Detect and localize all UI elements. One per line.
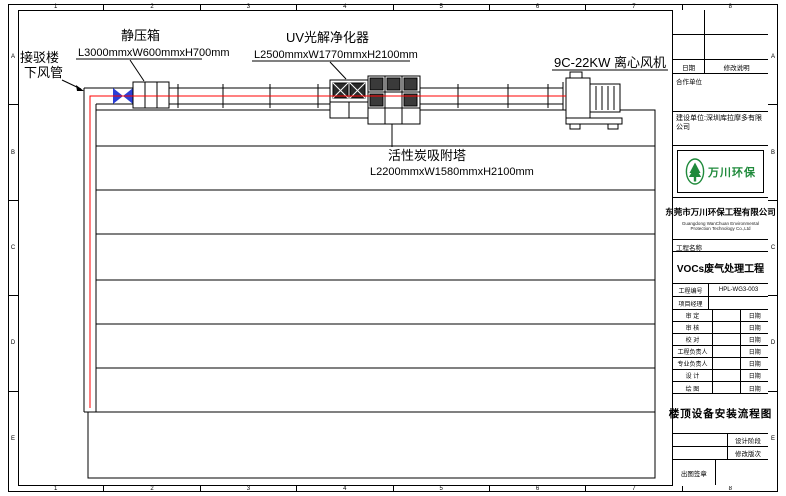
design-stage-label: 设计阶段 xyxy=(735,438,762,445)
svg-text:UV光解净化器: UV光解净化器 xyxy=(286,30,369,45)
logo-text: 万川环保 xyxy=(708,166,756,179)
grid-row-label: D xyxy=(8,296,18,392)
company-section: 东莞市万川环保工程有限公司 Guangdong WanChuan Environ… xyxy=(665,198,776,240)
grid-row-label: E xyxy=(770,435,775,442)
grid-col-label: 2 xyxy=(104,486,201,492)
project-manager-value xyxy=(709,297,768,310)
label-carbon-tower: 活性炭吸附塔 L2200mmxW1580mmxH2100mm xyxy=(370,124,534,178)
grid-col-label: 2 xyxy=(104,4,201,10)
builder-name: 建设单位:深圳库拉摩多有限公司 xyxy=(676,115,762,132)
svg-text:下风管: 下风管 xyxy=(24,65,63,80)
revision-date-header: 日期 xyxy=(673,60,706,73)
grid-col-label: 4 xyxy=(297,486,394,492)
grid-row-label: A xyxy=(8,10,18,106)
grid-row-label: A xyxy=(768,10,778,106)
grid-row-label: B xyxy=(8,105,18,201)
stage-stamp-section: 设计阶段 修改版次 出图签章 xyxy=(673,434,768,486)
revision-no-label: 修改版次 xyxy=(735,451,762,458)
signature-row: 审 定日期 xyxy=(673,310,768,322)
airflow-line xyxy=(89,95,566,408)
svg-text:9C-22KW 离心风机: 9C-22KW 离心风机 xyxy=(554,55,666,70)
company-name-cn: 东莞市万川环保工程有限公司 xyxy=(665,206,776,217)
grid-ref-top: 1 2 3 4 5 6 7 8 xyxy=(8,4,778,10)
grid-col-label: 3 xyxy=(201,486,298,492)
project-name-section: 工程名称 VOCs废气处理工程 xyxy=(673,240,768,284)
grid-col-label: 5 xyxy=(394,4,490,10)
uv-purifier-unit xyxy=(329,79,369,119)
stamp-label: 出图签章 xyxy=(673,460,716,485)
label-inlet-duct: 接驳楼 下风管 xyxy=(20,50,84,91)
grid-col-label: 8 xyxy=(728,486,732,492)
grid-col-label: 7 xyxy=(586,486,683,492)
grid-col-label: 1 xyxy=(8,486,105,492)
svg-text:L2500mmxW1770mmxH2100mm: L2500mmxW1770mmxH2100mm xyxy=(254,49,418,61)
centrifugal-fan-unit xyxy=(562,71,623,130)
roof-outline xyxy=(87,109,656,479)
title-block: 日期 修改说明 合作单位 建设单位:深圳库拉摩多有限公司 万川环保 xyxy=(665,10,776,486)
svg-text:L2200mmxW1580mmxH2100mm: L2200mmxW1580mmxH2100mm xyxy=(370,166,534,178)
drawing-title: 楼顶设备安装流程图 xyxy=(668,408,773,420)
signature-row: 校 对日期 xyxy=(673,334,768,346)
project-number-section: 工程编号 HPL-WG3-003 项目经理 xyxy=(673,284,768,310)
revision-table: 日期 修改说明 xyxy=(673,10,768,74)
grid-row-label: B xyxy=(768,105,778,201)
carbon-tower-unit xyxy=(367,75,421,125)
grid-row-label: C xyxy=(8,201,18,297)
grid-row-label: D xyxy=(768,296,778,392)
label-static-box: 静压箱 L3000mmxW600mmxH700mm xyxy=(76,28,230,82)
grid-col-label: 6 xyxy=(490,4,587,10)
label-uv-purifier: UV光解净化器 L2500mmxW1770mmxH2100mm xyxy=(252,30,418,80)
grid-col-label: 8 xyxy=(728,4,732,10)
grid-row-label: E xyxy=(10,435,15,442)
company-logo-icon xyxy=(685,158,705,185)
grid-ref-left: A B C D E xyxy=(8,10,18,486)
revision-desc-header: 修改说明 xyxy=(723,64,750,72)
grid-col-label: 6 xyxy=(490,486,587,492)
signature-row: 设 计日期 xyxy=(673,370,768,382)
signature-row: 工程负责人日期 xyxy=(673,346,768,358)
partner-section: 合作单位 xyxy=(673,74,768,112)
logo-section: 万川环保 xyxy=(673,146,768,198)
svg-text:静压箱: 静压箱 xyxy=(121,28,160,43)
grid-ref-right: A B C D E xyxy=(768,10,778,486)
grid-col-label: 3 xyxy=(201,4,298,10)
grid-row-label: C xyxy=(768,201,778,297)
drawing-title-section: 楼顶设备安装流程图 xyxy=(668,394,773,434)
builder-section: 建设单位:深圳库拉摩多有限公司 xyxy=(673,112,768,146)
label-fan: 9C-22KW 离心风机 xyxy=(552,55,668,71)
signature-table: 审 定日期 审 核日期 校 对日期 工程负责人日期 专业负责人日期 设 计日期 … xyxy=(673,310,768,394)
grid-col-label: 5 xyxy=(394,486,490,492)
project-name-label: 工程名称 xyxy=(673,240,768,252)
svg-text:接驳楼: 接驳楼 xyxy=(20,50,59,65)
partner-label: 合作单位 xyxy=(676,79,702,86)
svg-text:活性炭吸附塔: 活性炭吸附塔 xyxy=(388,148,466,163)
grid-ref-bottom: 1 2 3 4 5 6 7 8 xyxy=(8,486,778,492)
svg-text:L3000mmxW600mmxH700mm: L3000mmxW600mmxH700mm xyxy=(78,47,230,59)
signature-row: 绘 图日期 xyxy=(673,382,768,394)
static-pressure-box xyxy=(132,81,170,109)
rooftop-flow-diagram: 接驳楼 下风管 静压箱 L3000mmxW600mmxH700mm UV光解净化… xyxy=(20,28,668,479)
grid-col-label: 1 xyxy=(8,4,105,10)
grid-col-label: 4 xyxy=(297,4,394,10)
project-name-value: VOCs废气处理工程 xyxy=(676,264,765,275)
signature-row: 审 核日期 xyxy=(673,322,768,334)
project-no-label: 工程编号 xyxy=(673,284,710,296)
project-no-value: HPL-WG3-003 xyxy=(718,287,759,293)
project-manager-label: 项目经理 xyxy=(673,297,710,310)
company-name-en: Guangdong WanChuan Environmental Protect… xyxy=(681,220,760,231)
signature-row: 专业负责人日期 xyxy=(673,358,768,370)
grid-col-label: 7 xyxy=(586,4,683,10)
